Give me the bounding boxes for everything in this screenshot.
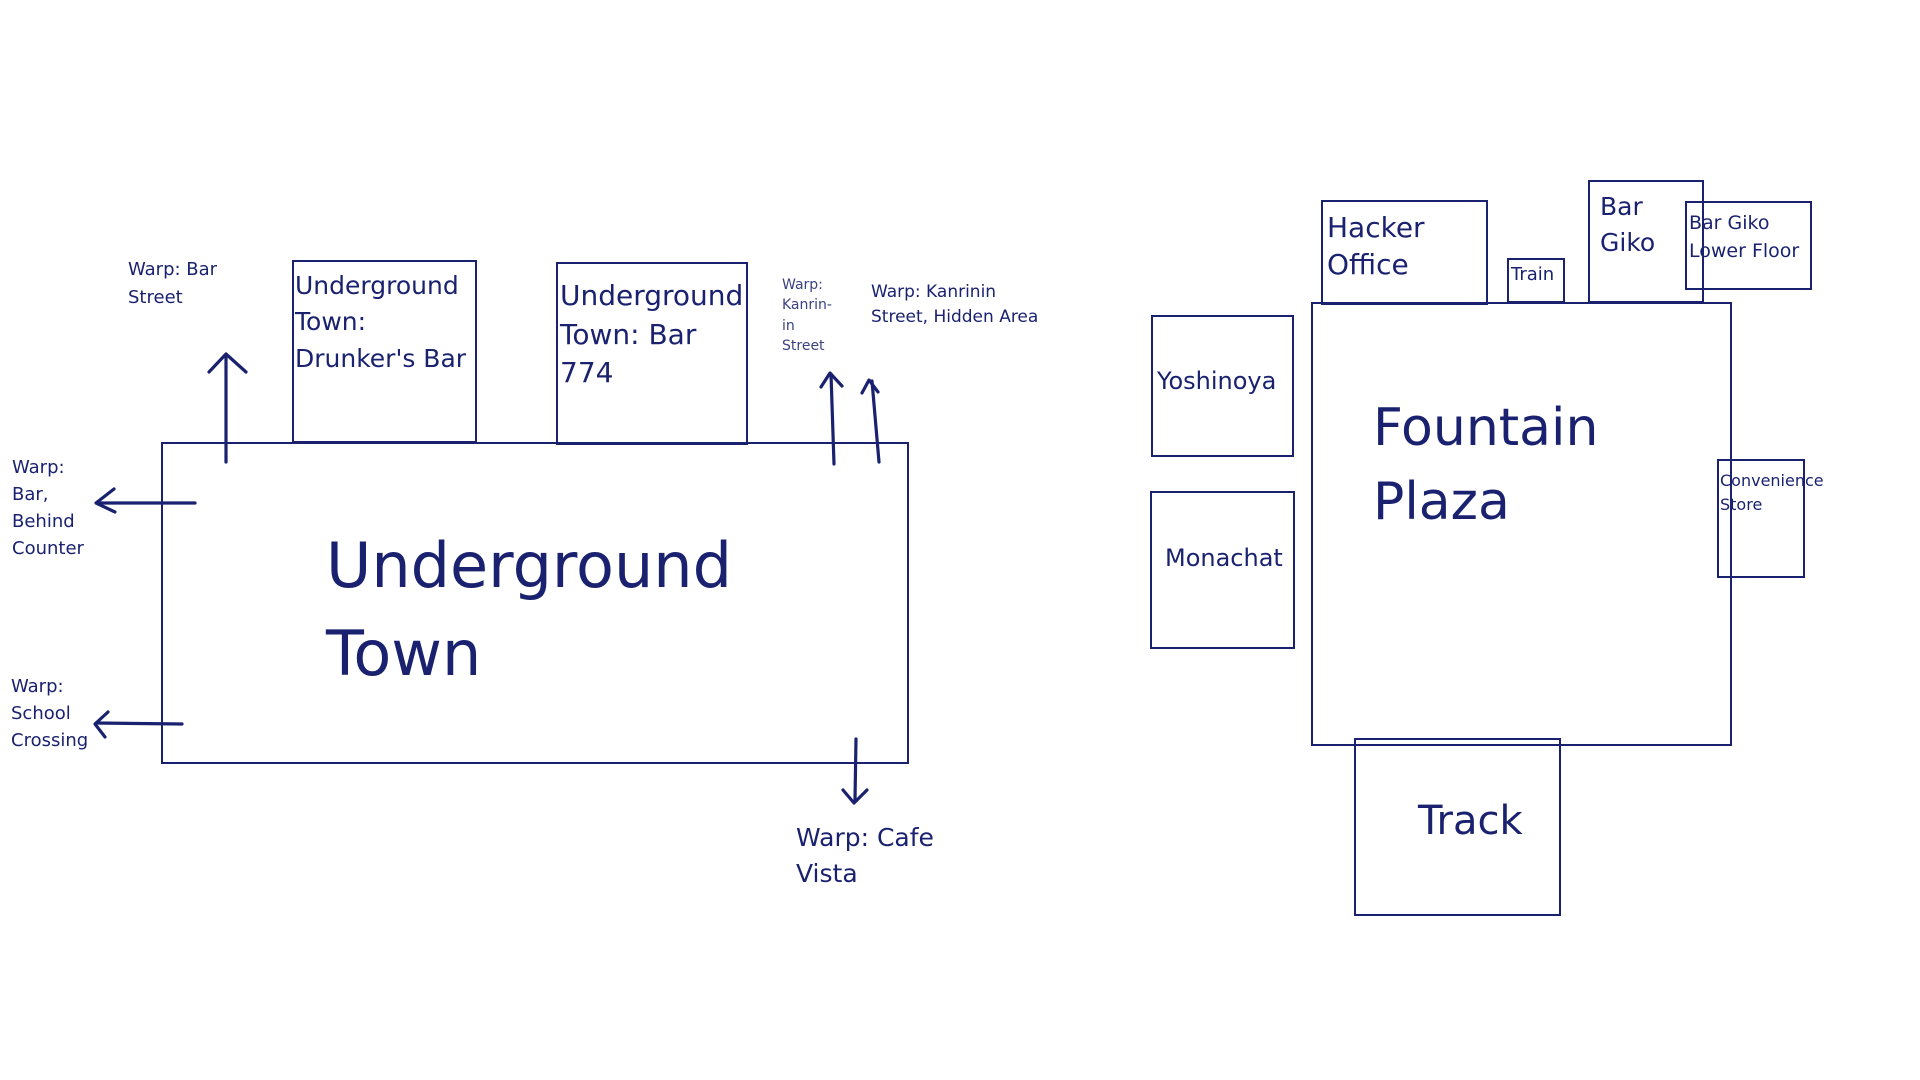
warp-school-crossing-label[interactable]: Warp: School Crossing (11, 676, 89, 751)
area-bar-giko[interactable] (1588, 180, 1704, 303)
area-bar-giko-lower-floor[interactable] (1685, 201, 1812, 290)
convenience-store-label: Convenience Store (1720, 471, 1824, 514)
yoshinoya-label: Yoshinoya (1157, 367, 1277, 395)
area-train[interactable] (1507, 258, 1565, 303)
bar-giko-lower-floor-label: Bar Giko Lower Floor (1689, 212, 1800, 262)
area-track[interactable] (1354, 738, 1561, 916)
track-label: Track (1418, 798, 1523, 844)
drunkers-bar-label: Underground Town: Drunker's Bar (295, 271, 467, 373)
warp-kanrinin-street-label[interactable]: Warp: Kanrin- in Street (782, 277, 832, 354)
area-monachat[interactable] (1150, 491, 1295, 649)
bar-giko-label: Bar Giko (1600, 192, 1656, 258)
warp-bar-behind-counter-label[interactable]: Warp: Bar, Behind Counter (12, 457, 84, 559)
warp-cafe-vista-label[interactable]: Warp: Cafe Vista (796, 823, 934, 889)
area-yoshinoya[interactable] (1151, 315, 1294, 457)
area-fountain-plaza[interactable] (1311, 302, 1732, 746)
fountain-plaza-label: Fountain Plaza (1373, 398, 1599, 532)
monachat-label: Monachat (1165, 544, 1283, 572)
hacker-office-label: Hacker Office (1327, 211, 1425, 281)
area-drunkers-bar[interactable] (292, 260, 477, 443)
area-hacker-office[interactable] (1321, 200, 1488, 305)
underground-town-label: Underground Town (326, 529, 732, 691)
warp-bar-street-label[interactable]: Warp: Bar Street (128, 259, 218, 308)
train-label: Train (1511, 264, 1555, 285)
warp-kanrinin-hidden-label[interactable]: Warp: Kanrinin Street, Hidden Area (871, 282, 1039, 327)
area-convenience-store[interactable] (1717, 459, 1805, 578)
area-underground-town[interactable] (161, 442, 909, 764)
area-bar-774[interactable] (556, 262, 748, 445)
bar-774-label: Underground Town: Bar 774 (560, 279, 744, 390)
